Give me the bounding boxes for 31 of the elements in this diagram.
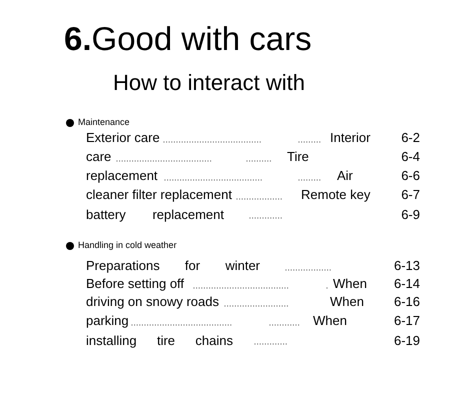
toc-entry: When [330,295,364,310]
toc-entry: Tire [287,150,309,165]
toc-entry: battery replacement [86,208,224,223]
chapter-title: 6.Good with cars [64,20,312,58]
toc-entry: parking [86,314,129,329]
section-heading: Handling in cold weather [78,240,177,250]
page-number: 6-17 [394,314,420,329]
toc-entry: cleaner filter replacement [86,188,232,203]
toc-entry: driving on snowy roads [86,295,219,310]
toc-entry: Air [337,169,353,184]
subtitle: How to interact with [113,70,305,96]
page-number: 6-14 [394,277,420,292]
page-number: 6-9 [401,208,420,223]
page-number: 6-7 [401,188,420,203]
toc-entry: replacement [86,169,158,184]
page-number: 6-4 [401,150,420,165]
page-number: 6-13 [394,259,420,274]
toc-entry: Exterior care [86,131,160,146]
toc-entry: Preparations for winter [86,259,260,274]
toc-entry: Remote key [301,188,370,203]
toc-entry: installing tire chains [86,334,233,349]
toc-entry: When [313,314,347,329]
toc-entry: care [86,150,112,165]
toc-entry: Before setting off [86,277,184,292]
page-number: 6-16 [394,295,420,310]
toc-entry: When [333,277,367,292]
toc-entry: Interior [330,131,370,146]
page-number: 6-2 [401,131,420,146]
page-number: 6-6 [401,169,420,184]
section-heading: Maintenance [78,117,130,128]
page-number: 6-19 [394,334,420,349]
